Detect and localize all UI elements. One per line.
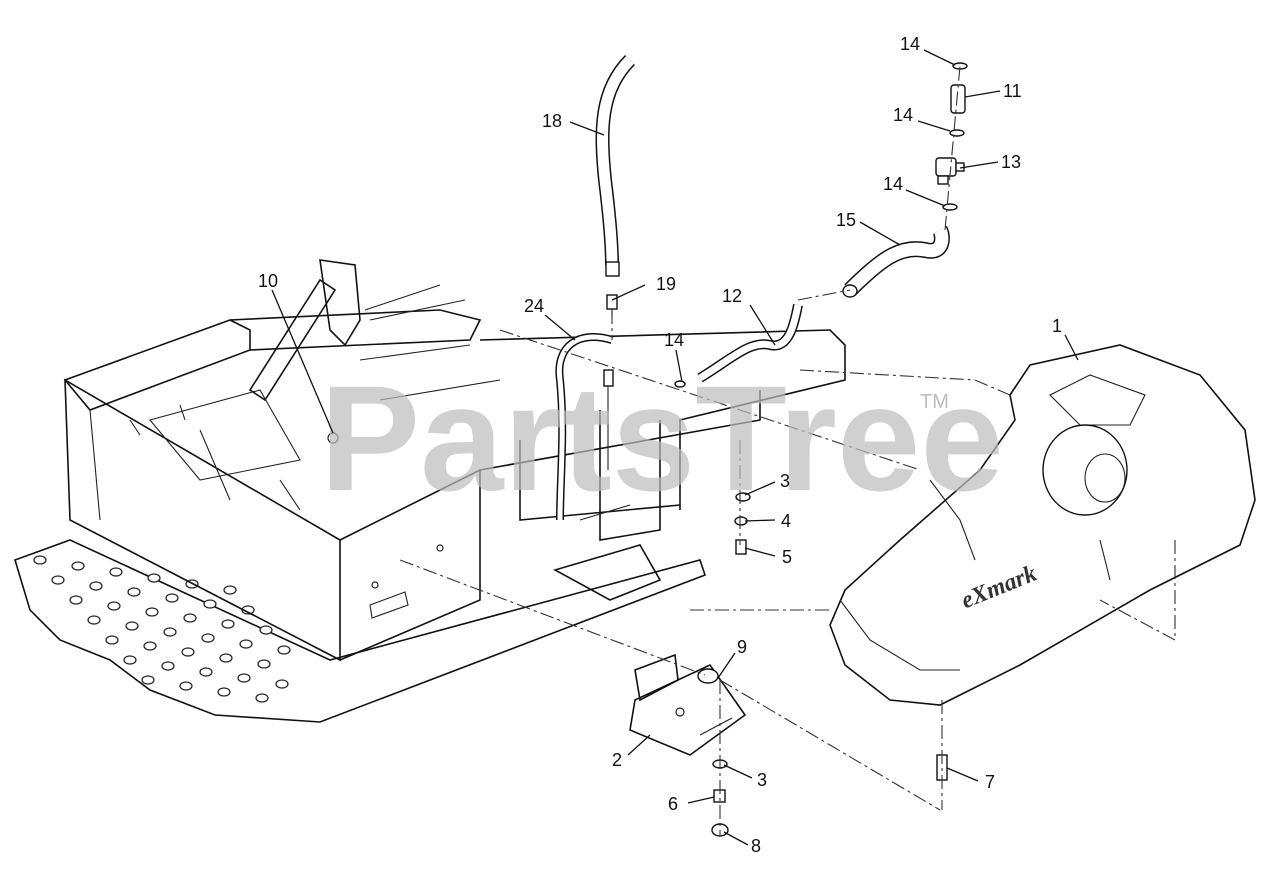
deck-hole — [105, 635, 119, 645]
callout-5: 5 — [782, 547, 792, 567]
callout-11: 11 — [1003, 81, 1022, 101]
callout-6: 6 — [668, 794, 678, 814]
deck-hole — [125, 621, 139, 631]
callout-12: 12 — [722, 286, 742, 306]
callout-8: 8 — [751, 836, 761, 856]
mower-frame — [63, 259, 846, 662]
deck-plate — [14, 539, 707, 723]
vent-hose-18 — [595, 55, 636, 277]
deck-hole — [161, 661, 175, 671]
bolt-5 — [735, 539, 747, 555]
hose-15 — [842, 225, 950, 298]
deck-hole — [255, 693, 269, 703]
callout-14-a: 14 — [900, 34, 920, 54]
callout-3-lower: 3 — [757, 770, 767, 790]
callout-18: 18 — [542, 111, 562, 131]
hardware — [697, 492, 948, 837]
callout-labels: 1 2 3 3 4 5 6 7 8 9 10 11 12 13 14 14 14… — [258, 34, 1062, 856]
assembly-lines — [399, 65, 1176, 835]
deck-hole — [179, 681, 193, 691]
deck-hole — [33, 555, 47, 565]
tank-logo: eXmark — [958, 561, 1041, 615]
deck-hole — [203, 599, 217, 609]
hose-clamps-14 — [674, 62, 968, 388]
callout-leaders — [271, 49, 1079, 846]
deck-hole — [127, 587, 141, 597]
deck-hole — [217, 687, 231, 697]
hose-24 — [555, 332, 614, 521]
hose-12 — [697, 304, 803, 383]
deck-hole — [223, 585, 237, 595]
callout-7: 7 — [985, 772, 995, 792]
deck-hole — [71, 561, 85, 571]
deck-hole — [237, 673, 251, 683]
watermark: PartsTree TM — [320, 354, 1004, 522]
deck-hole — [109, 567, 123, 577]
deck-hole — [257, 659, 271, 669]
callout-24: 24 — [524, 296, 544, 316]
deck-hole — [147, 573, 161, 583]
callout-14-c: 14 — [883, 174, 903, 194]
bumper-9 — [697, 668, 719, 684]
deck-hole — [87, 615, 101, 625]
deck-hole — [89, 581, 103, 591]
deck-hole — [183, 613, 197, 623]
callout-14-b: 14 — [893, 105, 913, 125]
deck-hole — [219, 653, 233, 663]
callout-13: 13 — [1001, 152, 1021, 172]
deck-hole — [221, 619, 235, 629]
tank-bracket-2 — [629, 653, 747, 756]
callout-15: 15 — [836, 210, 856, 230]
deck-hole — [239, 639, 253, 649]
deck-hole — [275, 679, 289, 689]
callout-10: 10 — [258, 271, 278, 291]
deck-hole — [163, 627, 177, 637]
deck-hole — [259, 625, 273, 635]
deck-hole — [143, 641, 157, 651]
deck-hole — [165, 593, 179, 603]
watermark-text: PartsTree — [320, 354, 1004, 522]
deck-hole — [51, 575, 65, 585]
callout-3-upper: 3 — [780, 471, 790, 491]
callout-1: 1 — [1052, 316, 1062, 336]
deck-hole — [123, 655, 137, 665]
deck-hole — [181, 647, 195, 657]
deck-hole — [145, 607, 159, 617]
callout-19: 19 — [656, 274, 676, 294]
deck-hole — [277, 645, 291, 655]
deck-hole — [69, 595, 83, 605]
watermark-trademark: TM — [920, 391, 949, 413]
callout-14-d: 14 — [664, 330, 684, 350]
deck-hole — [199, 667, 213, 677]
deck-hole — [201, 633, 215, 643]
callout-4: 4 — [781, 511, 791, 531]
callout-9: 9 — [737, 637, 747, 657]
callout-2: 2 — [612, 750, 622, 770]
deck-hole — [141, 675, 155, 685]
fuel-filter-11 — [950, 84, 966, 114]
deck-hole — [107, 601, 121, 611]
